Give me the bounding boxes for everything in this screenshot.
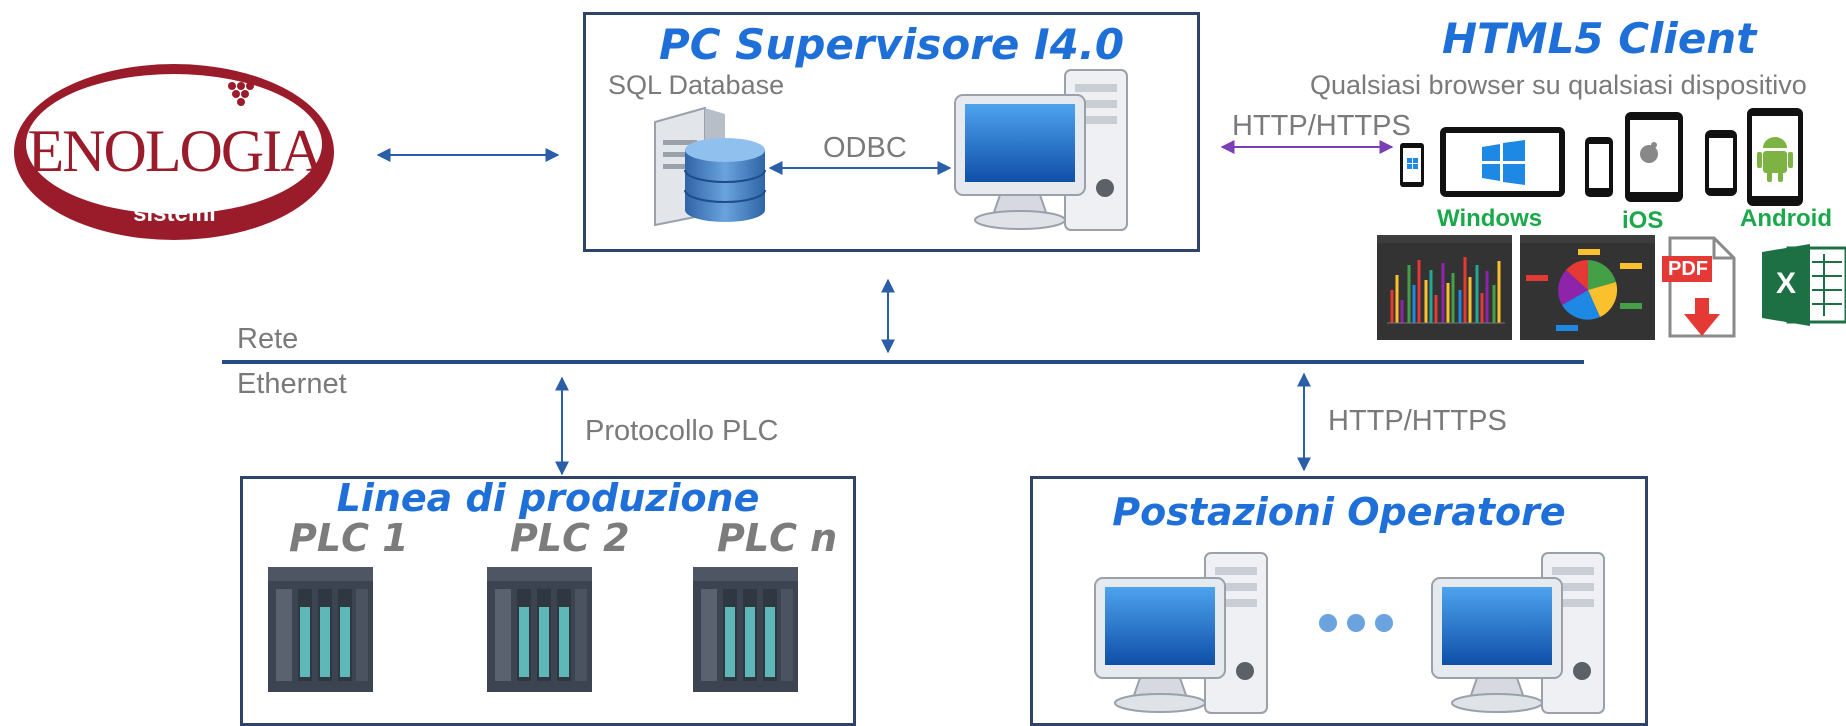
plc-n-icon [693,567,798,692]
plc-n-label: PLC n [717,516,838,560]
pdf-label: PDF [1668,258,1708,280]
network-label-ethernet: Ethernet [237,368,347,400]
sql-database-label: SQL Database [608,70,785,100]
operator-pc-1-icon [1094,552,1268,714]
logo-brand-text: ENOLOGIA [27,118,324,184]
enologia-logo: ENOLOGIA sistemi [12,62,337,242]
logo-sub-text: sistemi [133,200,216,227]
plc-protocol-label: Protocollo PLC [585,415,779,447]
ethernet-network-line [222,360,1584,364]
sql-database-icon [654,106,766,227]
network-label-rete: Rete [237,323,299,355]
odbc-label: ODBC [823,132,907,164]
ios-devices-icon [1585,112,1683,202]
pdf-icon: PDF [1662,236,1742,341]
supervisor-pc-icon [954,69,1128,231]
ios-label: iOS [1622,207,1664,234]
html5-client-title: HTML5 Client [1442,14,1757,63]
excel-icon: X [1762,240,1846,330]
plc-1-label: PLC 1 [289,516,409,560]
production-line-title: Linea di produzione [336,476,760,520]
android-devices-icon [1705,108,1803,206]
operator-stations-title: Postazioni Operatore [1112,490,1566,534]
plc-2-label: PLC 2 [510,516,630,560]
html5-client-subtitle: Qualsiasi browser su qualsiasi dispositi… [1310,70,1807,100]
supervisor-title: PC Supervisore I4.0 [658,20,1125,69]
windows-label: Windows [1437,205,1543,232]
operator-pc-n-icon [1431,552,1605,714]
plc-2-icon [487,567,592,692]
client-http-label: HTTP/HTTPS [1232,110,1411,142]
ellipsis-dots-icon [1319,614,1393,632]
plc-1-icon [268,567,373,692]
excel-label: X [1775,267,1796,300]
operator-http-label: HTTP/HTTPS [1328,405,1507,437]
bar-chart-thumbnail [1377,235,1512,340]
pie-chart-thumbnail [1520,235,1655,340]
windows-devices-icon [1400,127,1565,197]
android-label: Android [1740,205,1832,232]
